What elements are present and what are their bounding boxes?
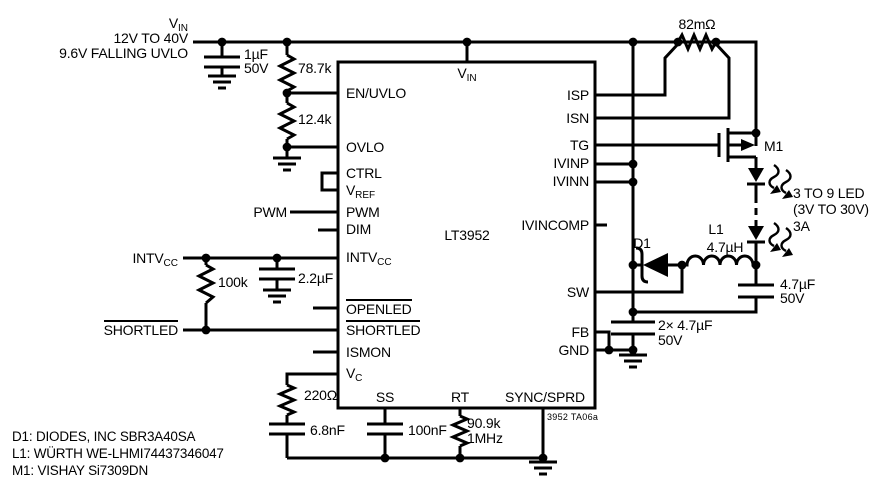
ic-pin-ivinn: IVINN	[552, 173, 590, 189]
cin1-value: 1µF	[244, 46, 268, 62]
led-current-label: 3A	[793, 218, 810, 234]
junction-dots	[201, 37, 761, 463]
ic-pin-rt: RT	[450, 389, 470, 405]
ic-pin-dim: DIM	[346, 221, 372, 237]
resistor-100k	[195, 258, 217, 330]
ivin-vin-branch-wire	[595, 42, 635, 322]
diode-d1	[633, 246, 682, 284]
led-voltage-label: (3V TO 30V)	[793, 201, 869, 217]
led2	[747, 221, 795, 265]
sw-wire	[595, 265, 684, 294]
switching-freq: 1MHz	[467, 430, 503, 446]
sense-resistor-82mohm	[595, 31, 731, 120]
ic-pin-ivincomp: IVINCOMP	[521, 217, 589, 233]
resistor-90k9	[449, 408, 471, 458]
ic-pin-shortled: SHORTLED	[346, 320, 421, 338]
note-l1: L1: WÜRTH WE-LHMI74437346047	[12, 446, 224, 461]
d1-ref: D1	[633, 235, 651, 251]
sync-ground	[527, 408, 559, 476]
ic-pin-vc: VC	[346, 365, 363, 384]
c-vc-value: 6.8nF	[310, 422, 345, 438]
vc-compensation	[269, 372, 338, 458]
c-ss-value: 100nF	[408, 422, 447, 438]
ic-pin-en-uvlo: EN/UVLO	[346, 85, 407, 101]
uvlo-note-label: 9.6V FALLING UVLO	[59, 45, 188, 61]
ic-part-number: LT3952	[444, 227, 490, 243]
cap-2u2	[259, 258, 295, 304]
input-cap-2x4u7	[611, 320, 655, 369]
r-pullup-value: 100k	[218, 274, 248, 290]
ic-pin-ovlo: OVLO	[346, 139, 385, 155]
ic-pin-isp: ISP	[567, 87, 589, 103]
r-vc-value: 220Ω	[304, 387, 338, 403]
l1-value: 4.7µH	[706, 239, 744, 255]
note-m1: M1: VISHAY Si7309DN	[12, 463, 149, 478]
r-en-top-value: 78.7k	[298, 60, 332, 76]
led-count-label: 3 TO 9 LED	[793, 185, 865, 201]
resistor-12k4	[271, 91, 338, 172]
ic-pin-ss: SS	[375, 389, 395, 405]
ic-pin-fb: FB	[571, 324, 590, 340]
ic-pin-sw: SW	[566, 284, 589, 300]
cvin-voltage: 50V	[658, 332, 683, 348]
ic-pin-openled: OPENLED	[346, 299, 412, 317]
c-intvcc-value: 2.2µF	[298, 270, 334, 286]
ic-pin-pwm: PWM	[346, 204, 380, 220]
cin1-voltage: 50V	[244, 60, 269, 76]
m1-ref: M1	[764, 138, 784, 154]
r-rt-value: 90.9k	[467, 415, 501, 431]
r-en-bot-value: 12.4k	[298, 111, 332, 127]
pwm-signal-label: PWM	[253, 204, 287, 220]
vin-source-label: VIN	[168, 15, 188, 34]
ic-pin-sync-sprd: SYNC/SPRD	[505, 389, 585, 405]
vin-range-label: 12V TO 40V	[113, 30, 188, 46]
fb-gnd-wires	[595, 330, 633, 352]
resistor-78k7	[276, 42, 298, 93]
led1	[747, 163, 795, 201]
note-d1: D1: DIODES, INC SBR3A40SA	[12, 429, 196, 444]
shortled-signal-label: SHORTLED	[103, 320, 178, 338]
cout-voltage: 50V	[780, 290, 805, 306]
l1-ref: L1	[708, 221, 724, 237]
vin-rail-wire	[193, 40, 758, 146]
inductor-l1	[682, 254, 756, 267]
cout-value: 4.7µF	[780, 276, 816, 292]
ctrl-vref-jumper	[320, 171, 338, 192]
ic-pin-vref: VREF	[346, 182, 376, 201]
cap-100n	[367, 408, 403, 458]
doc-id: 3952 TA06a	[547, 412, 599, 422]
ic-pin-ismon: ISMON	[346, 344, 391, 360]
ic-pin-vin: VIN	[457, 65, 477, 84]
input-cap-1uf	[204, 42, 240, 90]
ic-pin-intvcc: INTVCC	[346, 249, 392, 268]
r-sense-value: 82mΩ	[678, 16, 716, 32]
intvcc-signal-label: INTVCC	[132, 250, 178, 269]
mosfet-m1	[595, 128, 758, 168]
cvin-value: 2× 4.7µF	[658, 317, 713, 333]
ic-pin-ctrl: CTRL	[346, 165, 382, 181]
ic-pin-gnd: GND	[558, 342, 589, 358]
output-cap-4u7	[633, 265, 774, 314]
ic-pin-isn: ISN	[566, 110, 589, 126]
ic-pin-tg: TG	[569, 137, 589, 153]
ic-pin-ivinp: IVINP	[553, 155, 589, 171]
